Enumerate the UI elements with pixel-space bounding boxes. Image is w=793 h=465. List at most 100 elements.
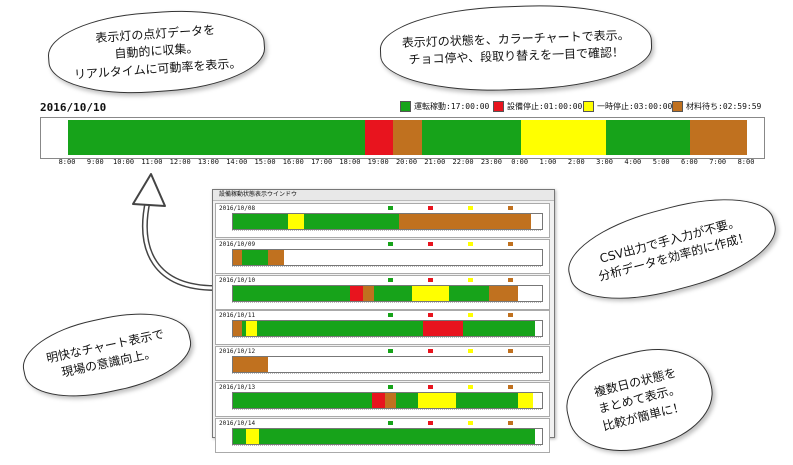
time-tick-label: 11:00: [141, 158, 163, 166]
timeline-segment: [233, 285, 350, 301]
row-legend-swatch: [428, 349, 433, 354]
row-legend-swatch: [388, 206, 393, 210]
row-legend-swatch: [428, 384, 433, 389]
row-time-axis: [232, 408, 541, 415]
legend-label: 材料待ち:02:59:59: [686, 102, 762, 111]
row-time-axis: [232, 444, 541, 451]
row-date: 2016/10/12: [219, 348, 256, 356]
timeline-segment: [259, 428, 536, 444]
time-tick-label: 8:00: [737, 158, 755, 166]
row-legend-swatch: [468, 313, 473, 318]
row-legend-swatch: [428, 420, 433, 425]
row-legend-swatch: [468, 277, 473, 282]
legend-label: 設備停止:01:00:00: [507, 102, 583, 111]
callout-text: 複数日の状態を まとめて表示。 比較が簡単に！: [592, 365, 686, 434]
row-time-axis: [232, 230, 541, 236]
timeline-segment: [233, 392, 373, 408]
row-timeline-bar: [232, 427, 543, 445]
legend-item: 運転稼動:17:00:00: [400, 101, 489, 112]
row-legend-swatch: [428, 241, 433, 246]
time-tick-label: 17:00: [311, 158, 333, 166]
timeline-segment: [418, 392, 456, 408]
callout-text: 表示灯の状態を、カラーチャートで表示。 チョコ停や、段取り替えを一目で確認！: [401, 27, 630, 67]
timeline-segment: [268, 249, 284, 265]
row-time-axis: [232, 265, 541, 272]
row-legend-swatch: [468, 420, 473, 425]
row-date: 2016/10/13: [219, 383, 256, 391]
day-row: 2016/10/10: [215, 274, 550, 310]
row-legend-swatch: [388, 313, 393, 318]
timeline-segment: [374, 285, 412, 301]
timeline-segment: [233, 321, 242, 337]
callout-bubble-multi-day: 複数日の状態を まとめて表示。 比較が簡単に！: [556, 335, 723, 465]
row-time-axis: [232, 373, 541, 379]
timeline-segment: [349, 285, 364, 301]
time-tick-label: 13:00: [197, 158, 219, 166]
row-legend-swatch: [428, 206, 433, 210]
day-row: 2016/10/13: [215, 381, 550, 417]
timeline-segment: [365, 120, 394, 155]
row-legend-swatch: [468, 241, 473, 246]
timeline-segment: [68, 120, 366, 155]
time-tick-label: 21:00: [424, 158, 446, 166]
time-tick-label: 20:00: [395, 158, 418, 166]
timeline-segment: [372, 392, 386, 408]
row-legend-swatch: [388, 384, 393, 389]
day-row: 2016/10/11: [215, 310, 550, 346]
timeline-segment: [241, 321, 247, 337]
timeline-segment: [246, 428, 260, 444]
legend-item: 設備停止:01:00:00: [493, 101, 582, 112]
timeline-bar: [68, 120, 747, 155]
legend-swatch: [672, 101, 683, 112]
time-tick-label: 16:00: [282, 158, 304, 166]
row-time-axis: [232, 301, 541, 308]
timeline-segment: [233, 428, 247, 444]
time-tick-label: 22:00: [452, 158, 474, 166]
time-tick-label: 4:00: [624, 158, 642, 166]
time-tick-label: 7:00: [709, 158, 727, 166]
row-timeline-bar: [232, 391, 543, 409]
callout-bubble-realtime: 表示灯の点灯データを 自動的に収集。 リアルタイムに可動率を表示。: [45, 4, 268, 100]
row-legend-swatch: [468, 206, 473, 210]
row-date: 2016/10/10: [219, 276, 256, 284]
timeline-segment: [246, 321, 258, 337]
timeline-segment: [233, 249, 242, 265]
callout-bubble-color-chart: 表示灯の状態を、カラーチャートで表示。 チョコ停や、段取り替えを一目で確認！: [378, 1, 654, 95]
timeline-segment: [517, 392, 534, 408]
legend-swatch: [493, 101, 504, 112]
window-title: 設備稼動状態表示ウインドウ: [213, 190, 554, 201]
time-tick-label: 15:00: [254, 158, 276, 166]
timeline-segment: [257, 321, 423, 337]
timeline-segment: [241, 249, 269, 265]
time-tick-label: 9:00: [86, 158, 104, 166]
row-legend-swatch: [508, 349, 513, 354]
row-legend-swatch: [508, 313, 513, 318]
chart-date: 2016/10/10: [40, 101, 107, 114]
callout-text: 表示灯の点灯データを 自動的に収集。 リアルタイムに可動率を表示。: [73, 22, 242, 82]
timeline-segment: [393, 120, 422, 155]
row-legend-swatch: [388, 349, 393, 354]
day-row: 2016/10/09: [215, 238, 550, 274]
timeline-segment: [233, 357, 269, 373]
callout-text: 明快なチャート表示で 現場の意識向上。: [44, 326, 166, 380]
row-legend-swatch: [508, 206, 513, 210]
row-date: 2016/10/11: [219, 312, 256, 320]
callout-bubble-csv: CSV出力で手入力が不要。 分析データを効率的に作成！: [559, 181, 785, 317]
day-row: 2016/10/12: [215, 346, 550, 382]
time-tick-label: 12:00: [169, 158, 191, 166]
timeline-segment: [520, 120, 606, 155]
timeline-segment: [449, 285, 490, 301]
row-timeline-bar: [232, 356, 543, 374]
row-timeline-bar: [232, 284, 543, 302]
row-legend-swatch: [468, 349, 473, 354]
time-tick-label: 3:00: [596, 158, 613, 166]
row-legend-swatch: [508, 420, 513, 425]
time-tick-label: 18:00: [339, 158, 361, 166]
time-tick-label: 8:00: [58, 158, 76, 166]
time-tick-label: 14:00: [226, 158, 248, 166]
time-tick-label: 6:00: [680, 158, 698, 166]
row-legend-swatch: [508, 277, 513, 282]
timeline-segment: [385, 392, 397, 408]
